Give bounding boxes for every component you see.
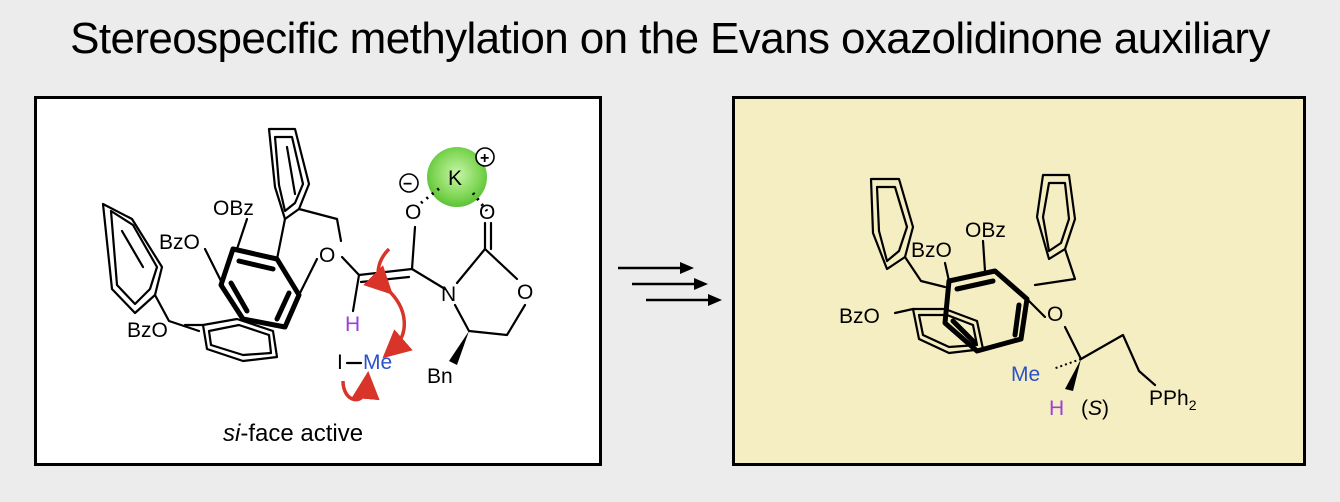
- label-N: N: [441, 283, 456, 306]
- label-minus: −: [403, 176, 412, 193]
- product-label-Me: Me: [1011, 363, 1040, 386]
- Bn-wedge: [449, 331, 469, 365]
- bzo-bond-mid: [203, 247, 225, 287]
- multi-step-arrow: [618, 262, 722, 306]
- product-bridge-2: [1033, 247, 1077, 287]
- product-bzo-bond-low: [893, 307, 915, 315]
- product-front-ring: [942, 268, 1030, 354]
- C-O-ring-bond: [483, 247, 519, 281]
- product-panel: OBz BzO BzO O Me H (S) PPh2: [732, 96, 1306, 466]
- obz-bond-top: [235, 217, 249, 251]
- C-N-bond: [410, 267, 447, 291]
- product-label-obz: OBz: [965, 219, 1006, 242]
- product-label-bzo-low: BzO: [839, 305, 880, 328]
- label-I: I: [337, 351, 343, 374]
- C-H-bond: [351, 273, 361, 313]
- product-back-ring-right: [1035, 173, 1077, 261]
- label-bzo-low: BzO: [127, 319, 168, 342]
- figure-title: Stereospecific methylation on the Evans …: [70, 14, 1270, 63]
- label-Bn: Bn: [427, 365, 453, 388]
- aryl-O-bond: [297, 257, 319, 297]
- methylene-bridge-2: [297, 207, 343, 243]
- minus-charge-icon: [399, 173, 419, 193]
- product-bzo-bond-mid: [943, 261, 951, 283]
- enolate-structure: OBz BzO BzO O H O K + − N O O Bn: [101, 127, 533, 447]
- label-carbonyl-O: O: [479, 201, 495, 224]
- label-H: H: [345, 313, 360, 336]
- product-bridge-1: [903, 255, 947, 289]
- oxazolidinone-ring: [453, 303, 527, 337]
- label-enolate-O2: O: [405, 201, 421, 224]
- aryl-O-bond: [1025, 297, 1047, 319]
- potassium-ion-glow: [427, 147, 487, 207]
- stereo-descriptor: (S): [1081, 397, 1109, 420]
- bridge-3: [275, 217, 287, 261]
- C-CH2-P-chain: [1079, 333, 1157, 387]
- label-enol-O: O: [319, 244, 335, 267]
- product-label-PPh2: PPh2: [1149, 387, 1197, 413]
- calixarene-lower-ring: [201, 317, 279, 363]
- calixarene-front-ring: [218, 246, 302, 330]
- plus-charge-icon: [475, 147, 495, 167]
- methylene-bridge-1: [153, 293, 201, 333]
- calixarene-back-ring-top: [267, 127, 311, 221]
- reactant-panel: OBz BzO BzO O H O K + − N O O Bn: [34, 96, 602, 466]
- O-K-coordination-1: [420, 185, 442, 205]
- caption: si-face active: [223, 420, 363, 447]
- label-ring-O: O: [517, 281, 533, 304]
- product-label-H: H: [1049, 397, 1064, 420]
- enol-double-bond: [357, 267, 414, 277]
- label-plus: +: [480, 150, 489, 167]
- product-label-bzo-mid: BzO: [911, 239, 952, 262]
- label-K: K: [448, 167, 462, 190]
- electron-arrow-1: [363, 247, 393, 295]
- product-label-O: O: [1047, 303, 1063, 326]
- product-back-ring-left: [869, 177, 915, 271]
- label-bzo-mid: BzO: [159, 231, 200, 254]
- electron-arrow-2: [382, 287, 413, 359]
- calixarene-back-ring-left: [101, 202, 164, 315]
- label-Me: Me: [363, 351, 392, 374]
- O-C-bond: [1063, 325, 1083, 361]
- N-C-carbonyl-bond: [455, 247, 487, 285]
- label-obz-top: OBz: [213, 197, 254, 220]
- H-wedge-bond: [1065, 359, 1081, 391]
- phosphine-product-structure: OBz BzO BzO O Me H (S) PPh2: [839, 173, 1197, 420]
- O-C-bond: [340, 255, 361, 277]
- product-obz-bond: [981, 239, 987, 273]
- C-O-minus-bond: [410, 225, 417, 271]
- electron-arrow-3: [341, 371, 380, 402]
